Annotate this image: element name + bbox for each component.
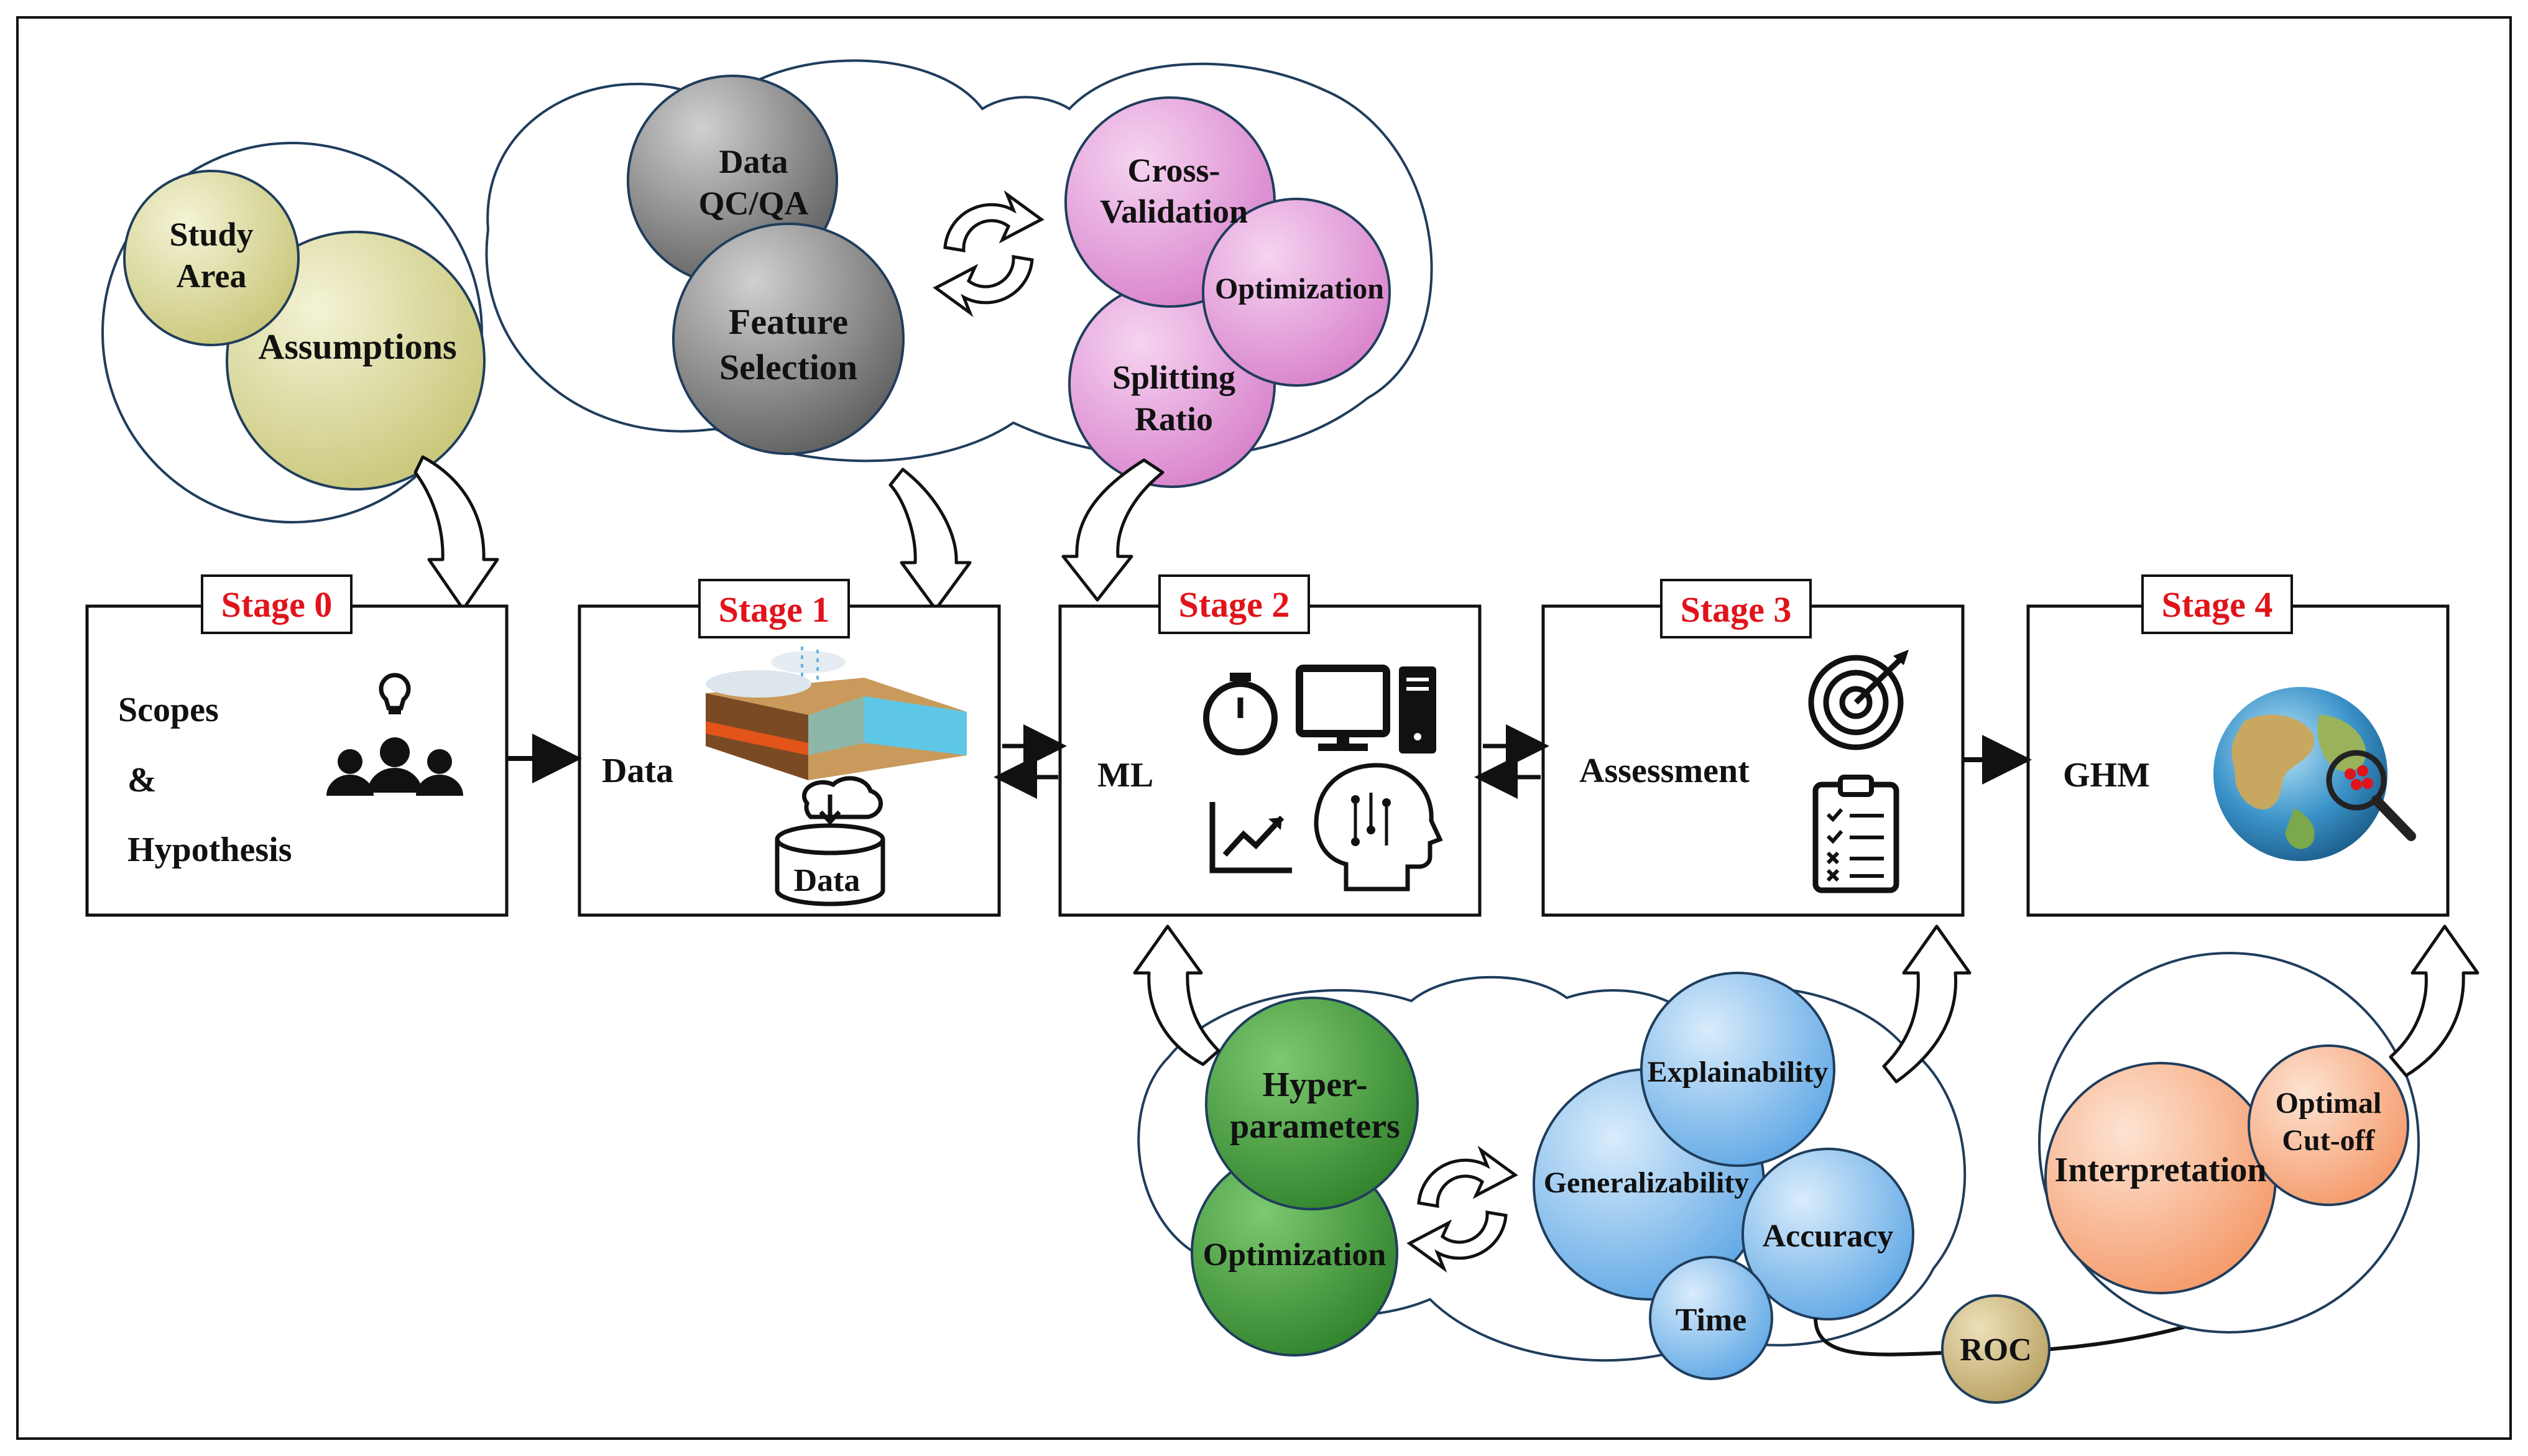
accuracy-circle bbox=[1741, 1148, 1914, 1320]
stage0-line-ampersand: & bbox=[127, 761, 157, 799]
feature-selection-label-1: Feature bbox=[729, 302, 848, 342]
stage2-line-ml: ML bbox=[1097, 756, 1153, 795]
optimal-cutoff-label-2: Cut-off bbox=[2282, 1124, 2375, 1157]
stage1-line-data: Data bbox=[602, 752, 673, 790]
explainability-label: Explainability bbox=[1648, 1056, 1829, 1089]
splitting-ratio-label-2: Ratio bbox=[1135, 400, 1213, 438]
stage4-cluster: Interpretation Optimal Cut-off bbox=[2038, 952, 2420, 1334]
stage0-cluster: Study Area Assumptions bbox=[101, 142, 486, 523]
stage3-line-assessment: Assessment bbox=[1579, 752, 1750, 790]
arrow-stage2-cluster-to-stage3 bbox=[1882, 924, 1972, 1084]
assumptions-label: Assumptions bbox=[258, 326, 456, 367]
stage4-label: Stage 4 bbox=[2162, 584, 2273, 625]
database-download-icon bbox=[775, 776, 885, 906]
refresh-cycle-icon bbox=[933, 190, 1045, 318]
data-qc-label-2: QC/QA bbox=[698, 185, 808, 222]
stage3-label: Stage 3 bbox=[1681, 589, 1792, 630]
stage4-box-group: Stage 4 GHM bbox=[2026, 574, 2450, 917]
stage0-tag bbox=[201, 574, 353, 634]
accuracy-label: Accuracy bbox=[1763, 1219, 1894, 1254]
ai-brain-icon bbox=[1314, 763, 1443, 892]
hyperparameters-circle bbox=[1205, 997, 1419, 1210]
roc-circle bbox=[1941, 1294, 2051, 1404]
explainability-circle bbox=[1640, 972, 1835, 1167]
computer-icon bbox=[1296, 665, 1436, 753]
optimal-cutoff-circle bbox=[2248, 1044, 2409, 1206]
team-idea-icon bbox=[326, 673, 463, 796]
stage0-label: Stage 0 bbox=[221, 584, 333, 625]
hyperparameters-label-1: Hyper- bbox=[1263, 1066, 1368, 1104]
globe-magnifier-icon bbox=[2213, 687, 2416, 861]
arrow-stage1-cluster-to-stage2 bbox=[1061, 458, 1165, 602]
stage1-cluster: Data QC/QA Feature Selection Cross- Vali… bbox=[485, 59, 1433, 488]
stage0-line-scopes: Scopes bbox=[118, 691, 219, 729]
optimization-label-stage1: Optimization bbox=[1215, 272, 1384, 305]
feature-selection-circle bbox=[672, 223, 905, 455]
stage1-box-group: Stage 1 Data Data bbox=[578, 579, 1001, 917]
study-area-label-1: Study bbox=[169, 216, 253, 253]
database-caption: Data bbox=[794, 863, 860, 898]
arrow-stage4-cluster-to-stage4 bbox=[2389, 924, 2480, 1077]
stage2-tag bbox=[1158, 574, 1310, 634]
optimal-cutoff-label-1: Optimal bbox=[2276, 1087, 2382, 1120]
stage1-label: Stage 1 bbox=[719, 589, 830, 630]
stopwatch-icon bbox=[1203, 673, 1278, 755]
stage2-cluster: Hyper- parameters Optimization Explainab… bbox=[1137, 972, 1966, 1380]
stage3-box-group: Stage 3 Assessment bbox=[1541, 579, 1965, 917]
optimization-label-stage2: Optimization bbox=[1203, 1237, 1386, 1273]
stage2-box-group: Stage 2 ML bbox=[1058, 574, 1482, 917]
study-area-label-2: Area bbox=[177, 257, 247, 295]
stage0-line-hypothesis: Hypothesis bbox=[127, 831, 292, 869]
terrain-illustration bbox=[706, 647, 967, 780]
stage2-label: Stage 2 bbox=[1179, 584, 1290, 625]
study-area-circle bbox=[123, 170, 300, 346]
cross-validation-label-2: Validation bbox=[1100, 193, 1248, 230]
time-label: Time bbox=[1676, 1302, 1747, 1338]
arrow-stage2-cluster-to-stage2 bbox=[1133, 924, 1220, 1066]
interpretation-label: Interpretation bbox=[2054, 1151, 2266, 1189]
refresh-cycle-icon-stage2 bbox=[1406, 1145, 1518, 1273]
cross-validation-label-1: Cross- bbox=[1127, 152, 1220, 189]
target-icon bbox=[1808, 650, 1909, 750]
roc-label: ROC bbox=[1960, 1332, 2032, 1368]
stage4-tag bbox=[2141, 574, 2293, 634]
stage0-box-group: Stage 0 Scopes & Hypothesis bbox=[85, 574, 509, 917]
feature-selection-label-2: Selection bbox=[719, 347, 857, 387]
hyperparameters-label-2: parameters bbox=[1230, 1107, 1400, 1146]
optimization-circle-stage1 bbox=[1202, 198, 1391, 387]
stage1-tag bbox=[698, 579, 850, 638]
time-circle bbox=[1649, 1256, 1773, 1380]
arrow-stage1-cluster-to-stage1 bbox=[888, 468, 972, 611]
stage3-tag bbox=[1660, 579, 1812, 638]
generalizability-label: Generalizability bbox=[1544, 1166, 1750, 1199]
splitting-ratio-label-1: Splitting bbox=[1112, 359, 1235, 396]
data-qc-label-1: Data bbox=[719, 143, 788, 180]
assumptions-circle bbox=[226, 231, 486, 491]
trend-chart-icon bbox=[1209, 802, 1292, 873]
arrow-stage0-cluster-to-stage0 bbox=[413, 455, 499, 611]
checklist-icon bbox=[1812, 775, 1899, 893]
stage4-line-ghm: GHM bbox=[2063, 756, 2150, 795]
